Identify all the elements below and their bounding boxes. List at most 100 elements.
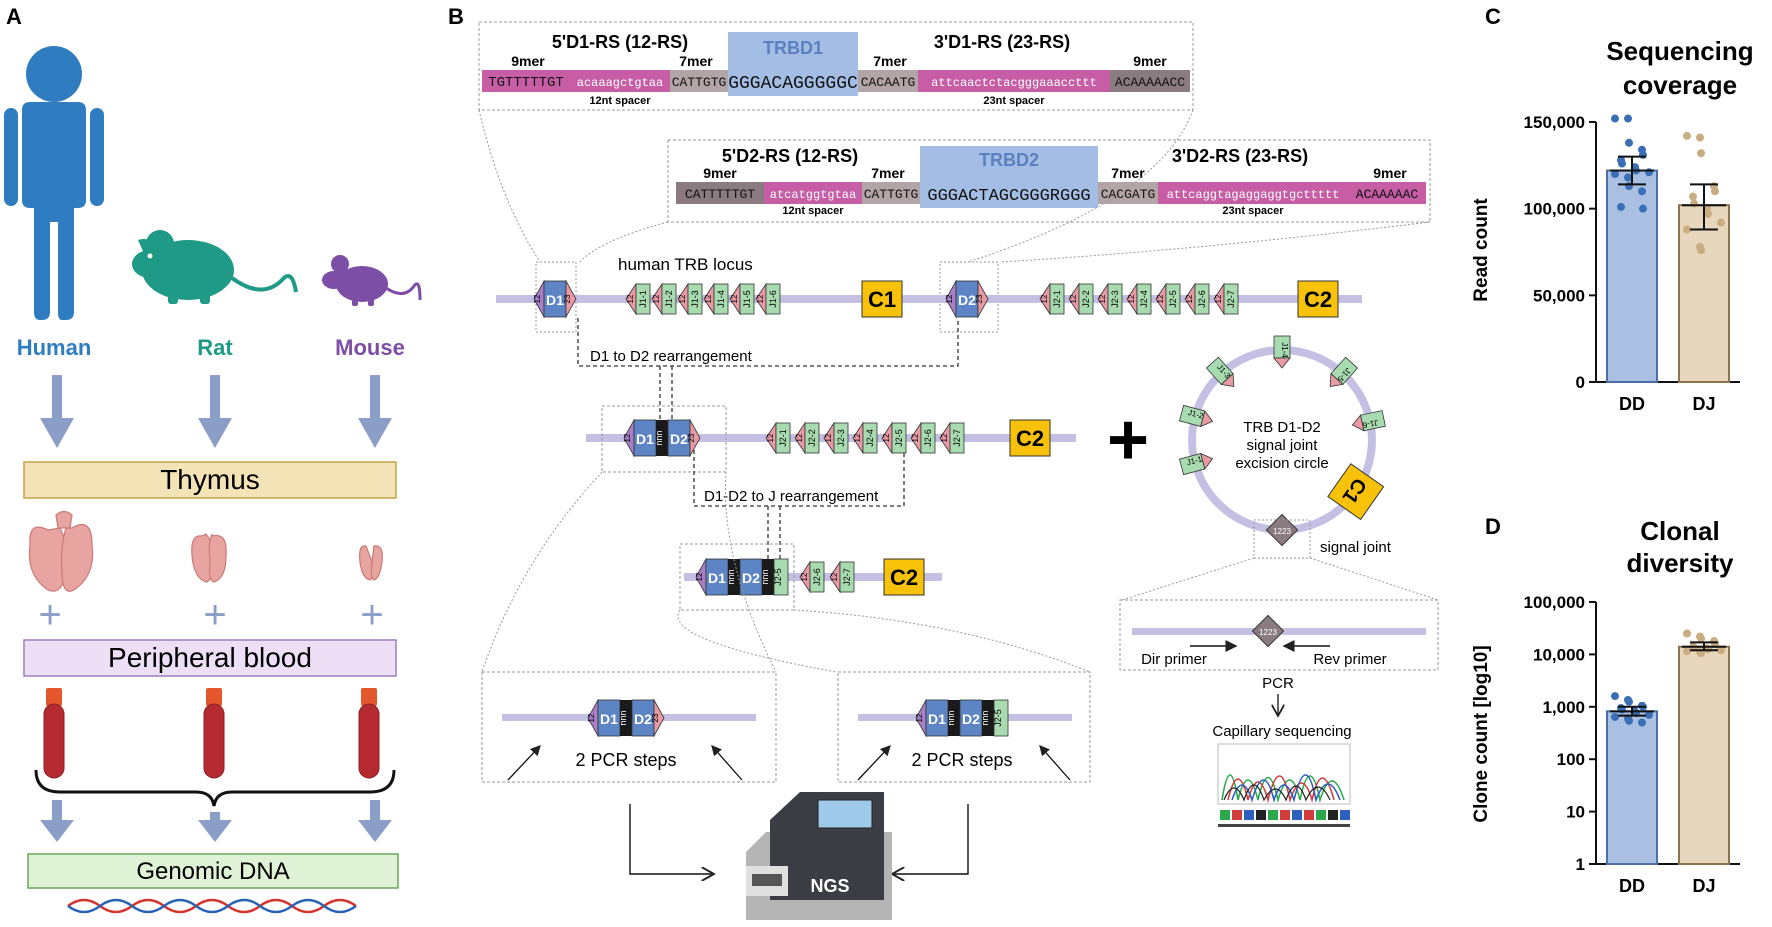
c1-segment: C1: [861, 280, 903, 318]
data-point: [1697, 246, 1705, 255]
d2-label: D2: [962, 711, 980, 727]
data-point: [1611, 712, 1619, 721]
d2-heptamer-a-label: 7mer: [871, 165, 905, 181]
arrow-to-ngs-left: [629, 804, 714, 874]
x-tick-label: DD: [1619, 876, 1645, 896]
d1-heptamer-a-seq: CATTGTG: [672, 75, 727, 90]
j2-segment: J2-612: [799, 560, 825, 594]
rs12-label: 12: [1040, 294, 1049, 303]
d2-heptamer-b-label: 7mer: [1111, 165, 1145, 181]
species-rat-label: Rat: [197, 335, 233, 360]
d2-nonamer-b-seq: ACAAAAAC: [1356, 187, 1419, 202]
rs12-label: 12: [766, 433, 775, 442]
j-segment-label: J1-5: [742, 290, 752, 308]
rs23-label: 23: [975, 294, 984, 303]
dna-helix-icon: [67, 898, 357, 914]
species-human-label: Human: [17, 335, 92, 360]
bar-dj: [1678, 645, 1730, 866]
circle-title-line1: TRB D1-D2: [1243, 419, 1321, 436]
data-point: [1689, 192, 1697, 201]
nnn-label: nnn: [726, 569, 736, 584]
j-segment-label: J2-5: [773, 568, 783, 586]
data-point: [1717, 646, 1725, 655]
data-point: [1639, 204, 1647, 213]
dir-primer-label: Dir primer: [1141, 651, 1207, 668]
j-segment-label: J1-2: [664, 290, 674, 308]
d2-spacer-a-label: 12nt spacer: [782, 205, 844, 217]
d1d2-j-rearrangement-lines: [693, 450, 905, 560]
j-segment-label: J1-1: [638, 290, 648, 308]
mouse-icon: [322, 255, 422, 306]
primer-box: 1223 Dir primer Rev primer: [1119, 519, 1439, 671]
j-segment-label: J2-1: [1052, 290, 1062, 308]
rs12-label: 12: [795, 433, 804, 442]
j-segment-label: J2-6: [1197, 290, 1207, 308]
rs12-label: 12: [800, 572, 809, 581]
c2-segment: C2: [1297, 280, 1339, 318]
rev-primer-label: Rev primer: [1313, 651, 1386, 668]
j2-segment: J2-512: [881, 421, 907, 455]
rs12-label: 12: [1156, 294, 1165, 303]
y-tick-label: 150,000: [1524, 113, 1585, 132]
ngs-label: NGS: [810, 876, 849, 896]
dna-box: [27, 853, 399, 889]
c2-segment-label: C2: [1016, 426, 1044, 451]
chart-d-title-line2: diversity: [1627, 548, 1734, 578]
data-point: [1696, 133, 1704, 142]
panel-label-c: C: [1485, 4, 1501, 29]
d1-heptamer-b-label: 7mer: [873, 53, 907, 69]
data-point: [1683, 629, 1691, 638]
data-point: [1683, 647, 1691, 656]
x-tick-label: DD: [1619, 394, 1645, 414]
chart-c-ylabel: Read count: [1471, 198, 1492, 302]
panel-label-a: A: [6, 4, 22, 29]
j-segment-label: J2-6: [812, 568, 822, 586]
j2-segment: J2-712: [829, 560, 855, 594]
d1-sequence-box: 5'D1-RS (12-RS) 3'D1-RS (23-RS) TRBD1 9m…: [478, 21, 1194, 111]
thymus-organ-icons: [28, 510, 383, 592]
d1-label: D1: [636, 431, 654, 447]
data-point: [1618, 159, 1626, 168]
j-segment-label: J2-6: [923, 429, 933, 447]
chart-d-ylabel: Clone count [log10]: [1471, 645, 1492, 822]
data-point: [1617, 202, 1625, 211]
d2-heptamer-a-seq: CATTGTG: [864, 187, 919, 202]
data-point: [1690, 199, 1698, 208]
pcr-steps-dj: 2 PCR steps: [911, 750, 1012, 770]
rs12-label: 12: [626, 294, 635, 303]
circle-j1-label: J1-2: [1187, 408, 1205, 421]
chart-c-title-line1: Sequencing: [1606, 36, 1753, 66]
j2-segment: J2-512: [1155, 282, 1181, 316]
signal-joint-segment: 1223: [1265, 513, 1299, 547]
panel-label-d: D: [1485, 514, 1501, 539]
j2-segment: J2-412: [852, 421, 878, 455]
y-tick-label: 1: [1576, 855, 1585, 874]
ngs-instrument-icon: NGS: [746, 792, 892, 920]
data-point: [1611, 170, 1619, 178]
data-point: [1639, 150, 1647, 159]
d1-gene-seq: GGGACAGGGGGC: [728, 74, 858, 94]
rs12-label: 12: [911, 433, 920, 442]
nnn-label: nnn: [946, 710, 956, 725]
data-point: [1704, 209, 1712, 218]
j2-segment: J2-412: [1126, 282, 1152, 316]
rs12-label: 12: [1069, 294, 1078, 303]
d2-nonamer-a-seq: CATTTTTGT: [685, 187, 755, 202]
d2-label: D2: [742, 570, 760, 586]
d2-label: D2: [634, 711, 652, 727]
nnn-label: nnn: [760, 569, 770, 584]
dna-label: Genomic DNA: [136, 858, 289, 885]
chart-d-title-line1: Clonal: [1640, 516, 1719, 546]
y-tick-label: 100,000: [1524, 593, 1585, 612]
trbd2-gene-highlight: [920, 146, 1098, 208]
j-segment-label: J2-3: [1110, 290, 1120, 308]
signal-joint-segment: 1223: [1251, 614, 1285, 648]
data-point: [1697, 634, 1705, 643]
step1-label: D1 to D2 rearrangement: [590, 348, 753, 365]
